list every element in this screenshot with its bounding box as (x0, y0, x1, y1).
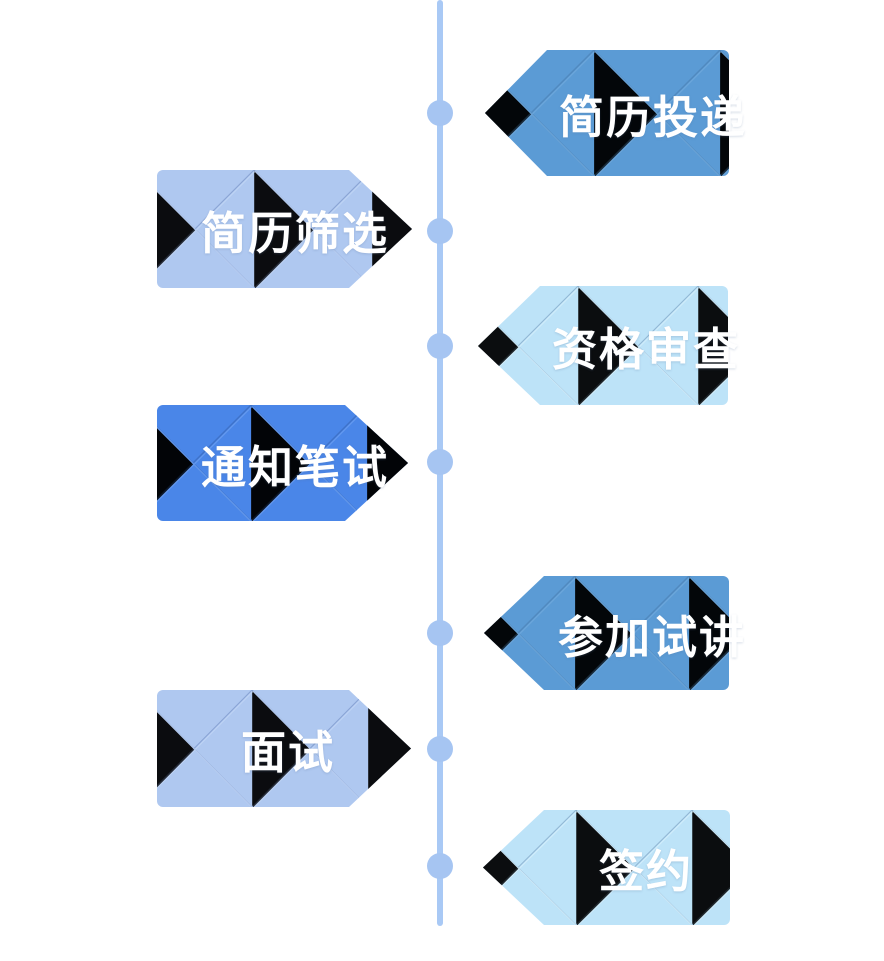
flow-step-2-label: 简历筛选 (201, 207, 390, 259)
flow-step-1[interactable]: 简历投递 (485, 50, 745, 176)
flow-step-1-label: 简历投递 (559, 91, 748, 143)
flow-step-4-label: 通知笔试 (201, 441, 390, 493)
flow-step-7[interactable]: 签约 (483, 810, 730, 925)
flow-step-5-shape (484, 576, 729, 690)
flow-step-5[interactable]: 参加试讲 (484, 576, 744, 690)
timeline-node-5[interactable] (427, 620, 453, 646)
flow-step-4-shape (157, 405, 408, 521)
timeline-node-6[interactable] (427, 736, 453, 762)
flow-step-5-label: 参加试讲 (558, 611, 747, 663)
timeline-node-4[interactable] (427, 449, 453, 475)
flow-step-2[interactable]: 简历筛选 (157, 170, 412, 288)
flow-step-7-shape (483, 810, 730, 925)
timeline-node-1[interactable] (427, 100, 453, 126)
flow-step-3-shape (478, 286, 728, 405)
flow-step-1-shape (485, 50, 729, 176)
flow-step-3[interactable]: 资格审查 (478, 286, 738, 405)
flow-step-6[interactable]: 面试 (157, 690, 411, 807)
flow-step-6-shape (157, 690, 411, 807)
timeline-node-3[interactable] (427, 333, 453, 359)
flow-step-3-label: 资格审查 (552, 324, 741, 375)
flow-step-2-shape (157, 170, 412, 288)
flow-step-7-label: 签约 (599, 846, 694, 897)
timeline-node-2[interactable] (427, 218, 453, 244)
flow-step-6-label: 面试 (241, 727, 336, 778)
timeline-node-7[interactable] (427, 853, 453, 879)
flow-step-4[interactable]: 通知笔试 (157, 405, 408, 521)
